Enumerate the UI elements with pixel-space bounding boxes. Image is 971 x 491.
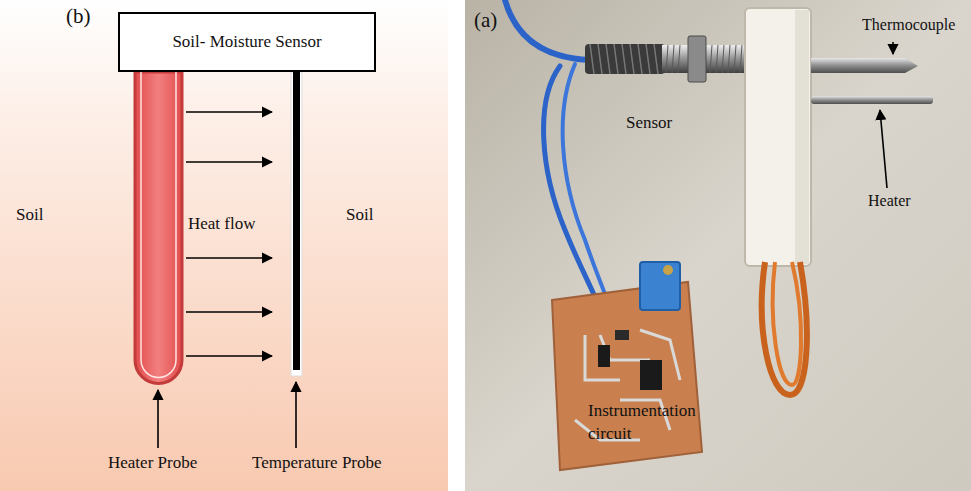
orange-wires	[773, 262, 801, 385]
photo-background	[465, 0, 971, 491]
process-box: Soil- Moisture Sensor	[118, 12, 376, 72]
part-label: Temperature Probe	[252, 452, 382, 475]
heater-rod	[811, 96, 933, 104]
leader-arrows	[158, 382, 296, 448]
nut	[688, 36, 706, 82]
heater-probe	[135, 72, 182, 383]
part-label: (a)	[474, 6, 497, 34]
part-label: Heater	[868, 190, 911, 212]
part-label: Soil	[346, 204, 373, 227]
orange-wires	[762, 262, 807, 395]
part-label: Soil	[16, 204, 43, 227]
thermocouple-rod	[811, 58, 918, 73]
heat-flow-arrows	[186, 112, 272, 356]
spring-sleeve	[585, 44, 665, 74]
ic-chip	[640, 360, 662, 390]
housing-shade	[795, 10, 809, 264]
part-label: Instrumentation circuit	[588, 400, 706, 446]
blue-wire	[505, 0, 590, 60]
part-label: Thermocouple	[862, 14, 955, 36]
part-label: Heat flow	[188, 213, 256, 236]
part-label: Heater Probe	[108, 452, 197, 475]
transistor	[598, 345, 610, 367]
potentiometer	[640, 262, 680, 310]
soil-ground	[0, 0, 448, 491]
sensor-housing	[745, 8, 811, 266]
pcb-traces	[575, 330, 680, 440]
heater-probe-inner	[141, 72, 176, 378]
component	[615, 330, 629, 340]
part-label: (b)	[66, 2, 91, 30]
temperature-probe-sheath	[291, 72, 302, 376]
box-label: Soil- Moisture Sensor	[164, 32, 329, 52]
part-label: Sensor	[626, 112, 672, 135]
temperature-probe	[293, 72, 300, 370]
photo-leader-arrows	[880, 42, 893, 188]
potentiometer-screw	[663, 265, 673, 275]
blue-wire	[544, 66, 606, 330]
spring-coils	[590, 44, 658, 74]
